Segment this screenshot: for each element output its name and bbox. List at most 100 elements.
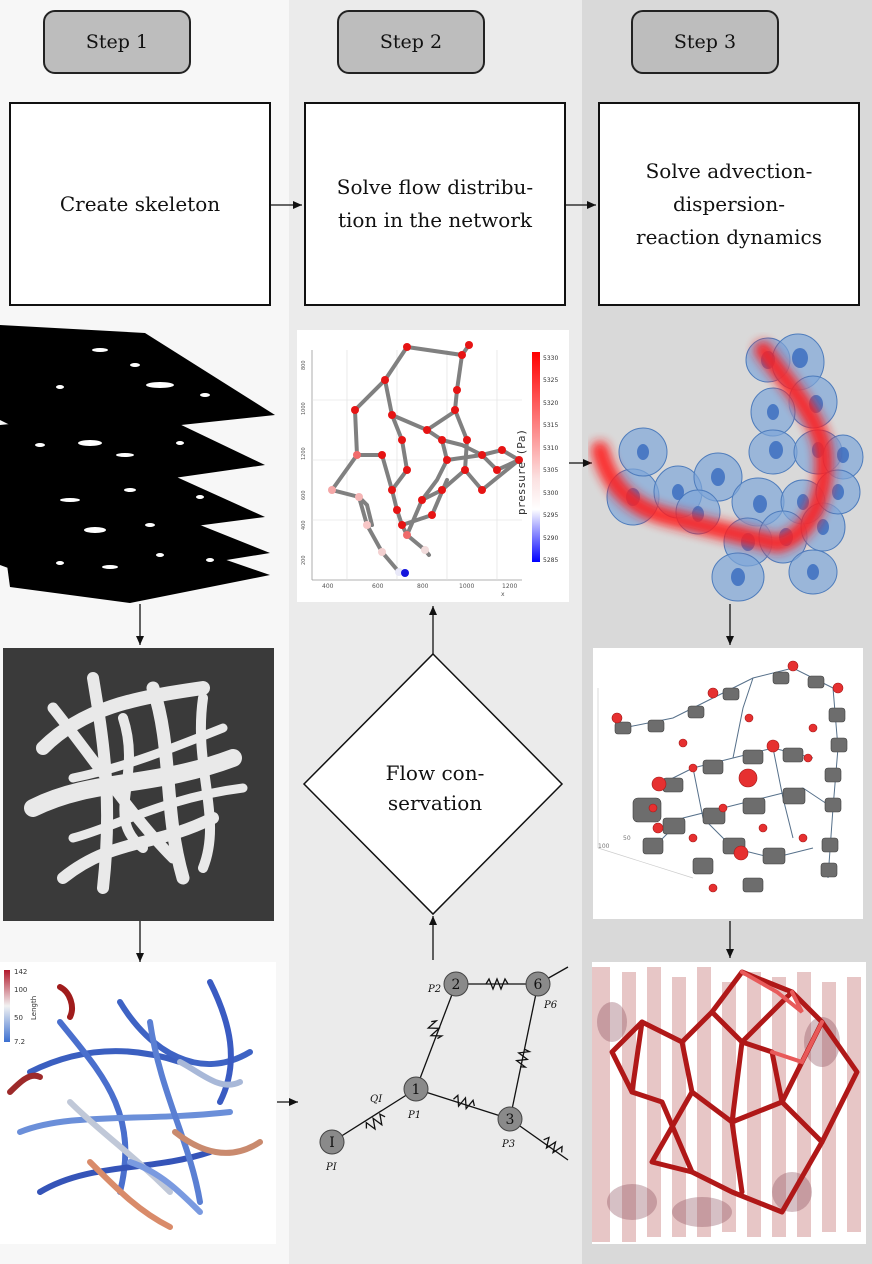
- node-3-label: 3: [506, 1112, 515, 1128]
- step-3-label: Step 3: [673, 31, 737, 53]
- length-tick-50: 50: [14, 1014, 23, 1022]
- node-2-label: 2: [452, 977, 461, 993]
- pressure-tick-5290: 5290: [543, 535, 558, 542]
- vessel-render-panel: [3, 648, 274, 921]
- pressure-colorbar-label: pressure (Pa): [515, 429, 528, 515]
- p3-label: P3: [501, 1139, 515, 1150]
- node-I-label: I: [329, 1135, 335, 1151]
- node-6-label: 6: [534, 977, 543, 993]
- binary-slices-panel: [0, 325, 289, 605]
- skeleton-segments: [7, 979, 263, 1230]
- pressure-tick-5300: 5300: [543, 490, 558, 497]
- network-schematic-figure: 2 6 1 3 I P2 P6 P1 P3 PI QI: [319, 966, 569, 1173]
- length-tick-142: 142: [14, 968, 27, 976]
- pressure-tick-5330: 5330: [543, 355, 558, 362]
- node-number-labels: 2 6 1 3 I: [329, 977, 542, 1151]
- red-flow-path: [591, 341, 834, 554]
- node-1-label: 1: [412, 1082, 421, 1098]
- schematic-nodes: [319, 971, 551, 1155]
- vessel-render-figure: [24, 672, 248, 894]
- pressure-tick-5315: 5315: [543, 422, 558, 429]
- solve-flow-box: Solve flow distribu- tion in the network: [304, 102, 566, 306]
- y-tick-6: 200: [301, 555, 307, 565]
- schematic-edges: [331, 966, 569, 1161]
- bar-network-figure: 100 50: [597, 660, 848, 893]
- step-3-tab: Step 3: [631, 10, 779, 74]
- box-3-line-2: dispersion-: [672, 191, 785, 216]
- pressure-plot-panel: 400 600 800 1000 1200 x 800 1000 1200 60…: [297, 330, 569, 602]
- solve-advection-box: Solve advection- dispersion- reaction dy…: [598, 102, 860, 306]
- plot-x-ticks: 400 600 800 1000 1200 x: [322, 583, 517, 598]
- bar-network-panel: 100 50: [593, 648, 863, 919]
- slice-stack: [0, 325, 275, 603]
- step-1-label: Step 1: [85, 31, 149, 53]
- pressure-colorbar: [532, 352, 540, 562]
- pressure-tick-5310: 5310: [543, 445, 558, 452]
- binary-slices-figure: [0, 325, 275, 603]
- pressure-tick-5285: 5285: [543, 557, 558, 564]
- bar-network-spheres: [611, 660, 844, 893]
- bar3d-tick-50: 50: [623, 835, 631, 842]
- red-network-panel: [592, 962, 866, 1244]
- length-colorbar: [4, 970, 10, 1042]
- bar3d-tick-100: 100: [598, 843, 610, 850]
- length-colorbar-title: Length: [30, 996, 38, 1020]
- x-tick-1000: 1000: [459, 583, 474, 590]
- step-1-tab: Step 1: [43, 10, 191, 74]
- pressure-colorbar-ticks: 5330 5325 5320 5315 5310 5305 5300 5295 …: [543, 355, 558, 564]
- length-tick-7-2: 7.2: [14, 1038, 25, 1046]
- x-tick-600: 600: [372, 583, 384, 590]
- node-6: [525, 971, 551, 997]
- pressure-tick-5325: 5325: [543, 377, 558, 384]
- length-skeleton-panel: 142 100 50 7.2 Length: [0, 962, 276, 1244]
- pI-label: PI: [325, 1162, 338, 1173]
- y-tick-3: 1200: [301, 447, 307, 460]
- y-tick-4: 600: [301, 490, 307, 500]
- p1-label: P1: [407, 1110, 421, 1121]
- node-1: [403, 1076, 429, 1102]
- y-tick-1: 800: [301, 360, 307, 370]
- node-2: [443, 971, 469, 997]
- box-2-line-2: tion in the network: [337, 208, 533, 232]
- x-tick-1200: 1200: [502, 583, 517, 590]
- node-3: [497, 1106, 523, 1132]
- flow-conservation-diamond: [302, 652, 564, 916]
- resistor-symbols: [365, 977, 563, 1154]
- diamond-line-2: servation: [387, 791, 483, 815]
- network-schematic-panel: 2 6 1 3 I P2 P6 P1 P3 PI QI: [298, 962, 580, 1244]
- pressure-network-edges: [328, 343, 521, 575]
- red-network-figure: [592, 967, 861, 1242]
- x-tick-400: 400: [322, 583, 334, 590]
- x-tick-800: 800: [417, 583, 429, 590]
- pressure-tick-5320: 5320: [543, 400, 558, 407]
- create-skeleton-box: Create skeleton: [9, 102, 271, 306]
- diamond-line-1: Flow con-: [385, 761, 485, 785]
- x-axis-label: x: [501, 591, 505, 598]
- pressure-plot-figure: 400 600 800 1000 1200 x 800 1000 1200 60…: [301, 341, 558, 598]
- pressure-network-nodes: [328, 341, 523, 577]
- y-tick-2: 1000: [301, 402, 307, 415]
- qI-label: QI: [370, 1094, 383, 1105]
- box-3-line-1: Solve advection-: [645, 158, 813, 183]
- red-network-highlights: [740, 970, 824, 1065]
- p6-label: P6: [543, 1000, 558, 1011]
- y-tick-5: 400: [301, 520, 307, 530]
- white-vessel-blobs: [35, 348, 214, 569]
- node-I: [319, 1129, 345, 1155]
- vessel-tubes: [24, 672, 248, 894]
- box-1-line-1: Create skeleton: [59, 191, 221, 216]
- red-network-edges: [609, 969, 860, 1215]
- step-2-label: Step 2: [379, 31, 443, 53]
- box-2-line-1: Solve flow distribu-: [336, 175, 534, 199]
- length-tick-100: 100: [14, 986, 27, 994]
- pressure-tick-5295: 5295: [543, 512, 558, 519]
- pressure-symbol-labels: P2 P6 P1 P3 PI QI: [325, 984, 558, 1173]
- cells-flow-figure: [591, 333, 864, 602]
- pressure-tick-5305: 5305: [543, 467, 558, 474]
- step-2-tab: Step 2: [337, 10, 485, 74]
- box-3-line-3: reaction dynamics: [636, 224, 822, 249]
- p2-label: P2: [427, 984, 441, 995]
- cells-flow-panel: [588, 332, 868, 604]
- length-skeleton-figure: 142 100 50 7.2 Length: [4, 968, 263, 1230]
- bar-cylinders: [614, 671, 848, 893]
